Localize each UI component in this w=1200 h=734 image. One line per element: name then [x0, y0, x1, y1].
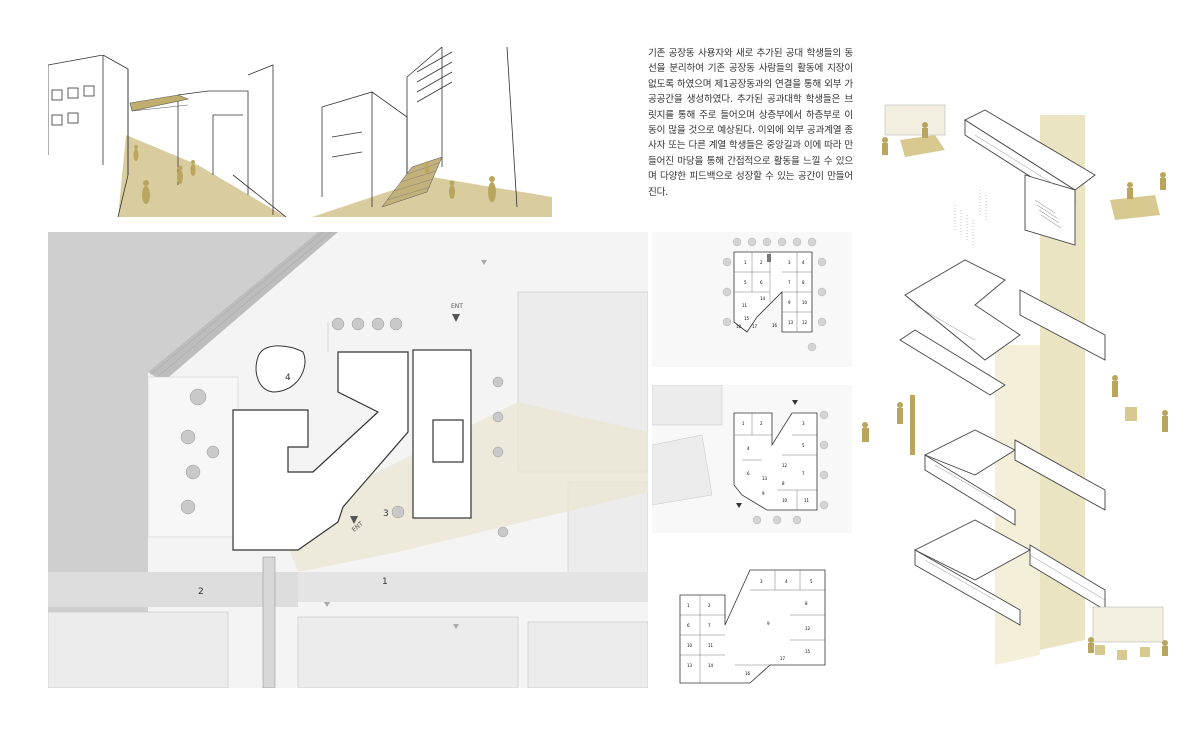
room-label: 8	[782, 481, 785, 486]
room-label: 14	[760, 296, 766, 301]
room-label: 10	[782, 498, 788, 503]
room-label: 3	[760, 579, 763, 584]
label-4: 4	[285, 373, 291, 383]
label-1: 1	[382, 577, 388, 587]
room-label: 5	[744, 280, 747, 285]
room-label: 11	[742, 303, 748, 308]
room-label: 18	[736, 324, 742, 329]
room-label: 7	[802, 471, 805, 476]
floor-plan-middle: 1 2 3 4 5 6 7 8 9 10 11 12 13	[652, 385, 852, 533]
site-plan: ENT ENT 4 3 1 2	[48, 232, 648, 688]
room-label: 4	[802, 260, 805, 265]
room-label: 9	[788, 300, 791, 305]
room-label: 16	[745, 671, 751, 676]
project-description: 기존 공장동 사용자와 새로 추가된 공대 학생들의 동선을 분리하여 기존 공…	[648, 48, 853, 198]
room-label: 13	[762, 476, 768, 481]
room-label: 8	[802, 280, 805, 285]
room-label: 17	[780, 656, 786, 661]
room-label: 11	[708, 643, 714, 648]
room-label: 12	[802, 320, 808, 325]
room-label: 9	[762, 491, 765, 496]
perspective-sketch-bridge	[48, 55, 287, 217]
room-label: 8	[805, 601, 808, 606]
room-label: 10	[687, 643, 693, 648]
room-label: 3	[788, 260, 791, 265]
room-label: 15	[805, 649, 811, 654]
room-label: 17	[752, 324, 758, 329]
room-label: 4	[747, 446, 750, 451]
room-label: 2	[760, 421, 763, 426]
room-label: 12	[805, 626, 811, 631]
room-label: 2	[760, 260, 763, 265]
label-3: 3	[383, 509, 389, 519]
room-label: 10	[802, 300, 808, 305]
room-label: 12	[782, 463, 788, 468]
floor-plan-upper: 1 2 3 4 5 6 7 8 9 10 11 12 13 14 15 16 1…	[652, 232, 852, 367]
room-label: 11	[804, 498, 810, 503]
floor-plan-lower: 1 2 3 4 5 6 7 8 9 10 11 12 13 14 15 16 1…	[679, 569, 826, 684]
room-label: 7	[788, 280, 791, 285]
perspective-sketch-stair	[312, 47, 552, 217]
room-label: 4	[785, 579, 788, 584]
room-label: 5	[810, 579, 813, 584]
room-label: 14	[708, 663, 714, 668]
room-label: 9	[767, 621, 770, 626]
room-label: 3	[802, 421, 805, 426]
label-2: 2	[198, 587, 204, 597]
room-label: 2	[708, 603, 711, 608]
label-ent-top: ENT	[451, 303, 463, 310]
room-label: 16	[772, 323, 778, 328]
room-label: 15	[744, 316, 750, 321]
room-label: 7	[708, 623, 711, 628]
room-label: 13	[687, 663, 693, 668]
exploded-axonometric	[862, 104, 1168, 665]
room-label: 1	[687, 603, 690, 608]
room-label: 1	[742, 421, 745, 426]
room-label: 1	[744, 260, 747, 265]
room-label: 13	[788, 320, 794, 325]
room-label: 6	[687, 623, 690, 628]
room-label: 5	[802, 443, 805, 448]
room-label: 6	[760, 280, 763, 285]
room-label: 6	[747, 471, 750, 476]
